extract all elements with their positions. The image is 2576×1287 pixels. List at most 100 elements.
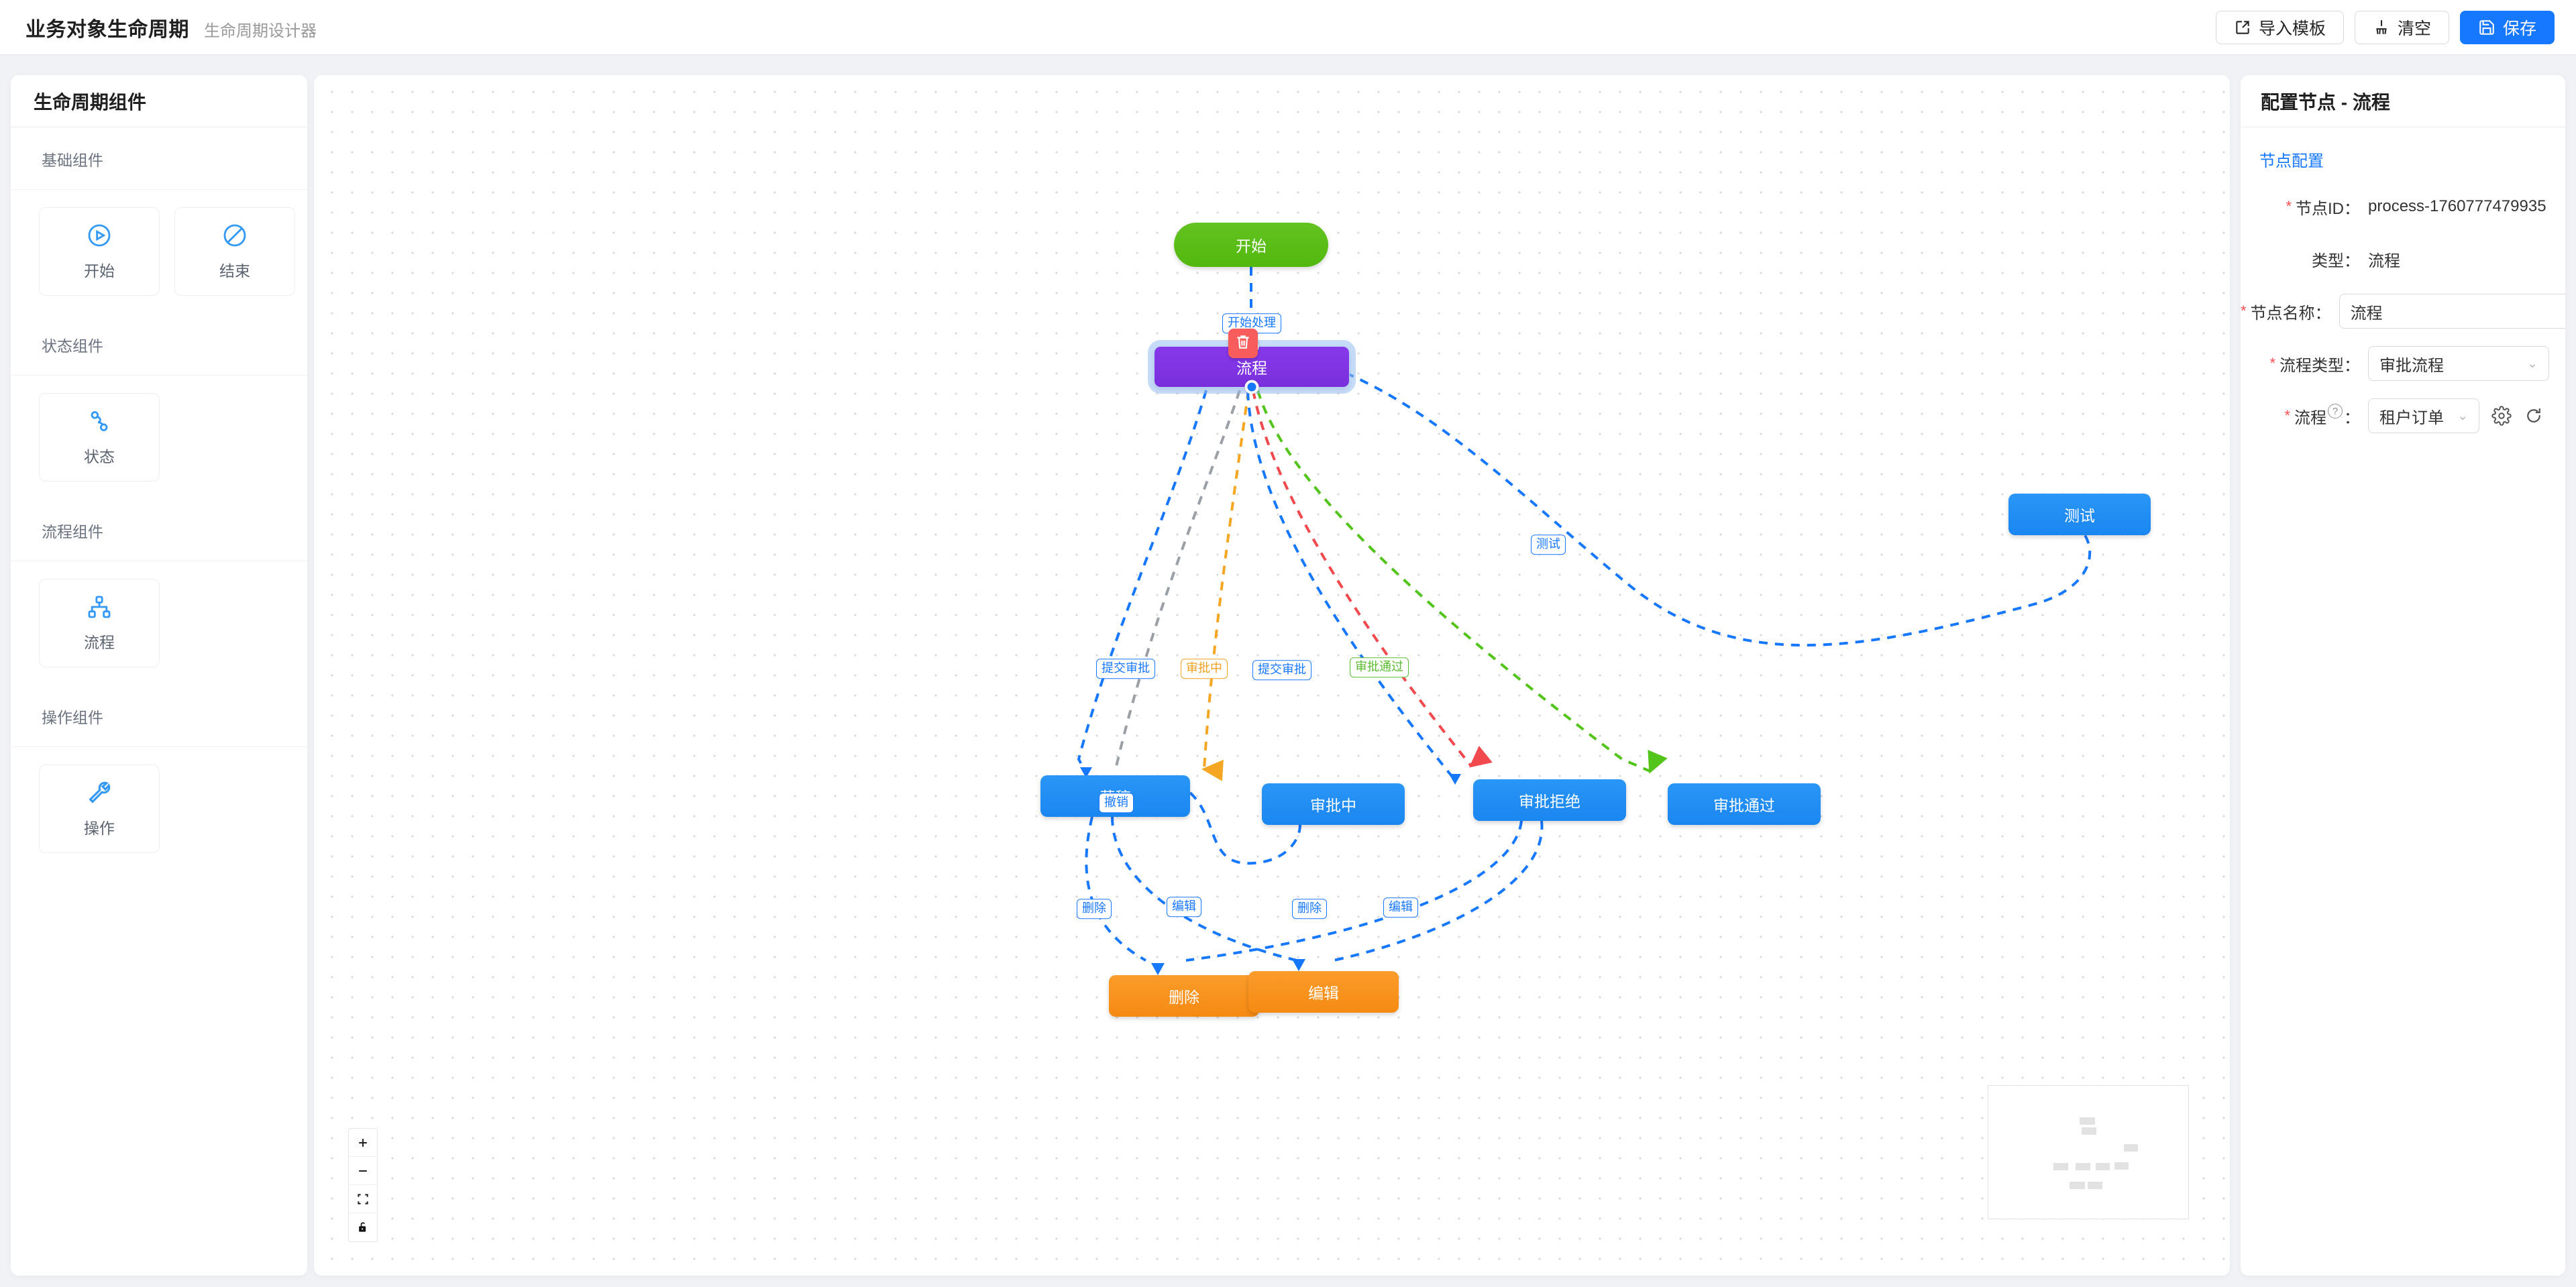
minimap-node bbox=[2124, 1144, 2138, 1152]
palette-row-process: 流程 bbox=[11, 561, 307, 685]
minimap-node bbox=[2076, 1163, 2090, 1170]
group-label-action: 操作组件 bbox=[11, 685, 307, 747]
zoom-out-button[interactable] bbox=[349, 1157, 377, 1185]
form-row-node-name: * 节点名称： bbox=[2241, 293, 2565, 329]
node-start[interactable]: 开始 bbox=[1174, 223, 1328, 267]
canvas-minimap[interactable] bbox=[1988, 1085, 2189, 1219]
edge-label-revoke[interactable]: 撤销 bbox=[1099, 793, 1134, 813]
gear-icon[interactable] bbox=[2491, 406, 2512, 426]
form-label-text: 流程 bbox=[2294, 408, 2326, 427]
node-pending-label: 审批中 bbox=[1310, 797, 1356, 814]
palette-item-end[interactable]: 结束 bbox=[174, 207, 295, 296]
node-process-label: 流程 bbox=[1236, 359, 1267, 377]
node-delete-label: 删除 bbox=[1169, 989, 1199, 1006]
node-rejected[interactable]: 审批拒绝 bbox=[1473, 779, 1626, 821]
header-actions: 导入模板 清空 保存 bbox=[2215, 10, 2555, 44]
form-row-node-id: * 节点ID： process-1760777479935 bbox=[2241, 188, 2565, 225]
component-sidebar: 生命周期组件 基础组件 开始 结束 状态组件 bbox=[11, 75, 307, 1276]
required-star: * bbox=[2284, 407, 2290, 424]
palette-row-action: 操作 bbox=[11, 747, 307, 871]
required-star: * bbox=[2286, 198, 2292, 215]
flow-canvas[interactable]: 开始 流程 测试 草稿 审批中 审批拒绝 审批通过 删除 编辑 开始处 bbox=[314, 75, 2230, 1276]
config-panel-header: 配置节点 - 流程 bbox=[2241, 75, 2565, 127]
node-name-input[interactable] bbox=[2339, 294, 2565, 329]
edge-label-edit-1[interactable]: 编辑 bbox=[1167, 897, 1201, 917]
node-edit[interactable]: 编辑 bbox=[1248, 971, 1399, 1013]
save-button[interactable]: 保存 bbox=[2459, 10, 2555, 44]
minimap-node bbox=[2082, 1127, 2096, 1135]
edge-label-edit-2[interactable]: 编辑 bbox=[1383, 897, 1418, 917]
palette-item-start[interactable]: 开始 bbox=[39, 207, 160, 296]
edge-label-test[interactable]: 测试 bbox=[1531, 535, 1566, 555]
zoom-toolbar bbox=[348, 1128, 378, 1242]
group-label-state: 状态组件 bbox=[11, 313, 307, 376]
palette-item-process[interactable]: 流程 bbox=[39, 579, 160, 667]
zoom-in-button[interactable] bbox=[349, 1129, 377, 1157]
process-type-select[interactable]: 审批流程 ⌄ bbox=[2368, 346, 2549, 381]
minimap-node bbox=[2088, 1182, 2102, 1189]
import-template-button[interactable]: 导入模板 bbox=[2215, 10, 2344, 44]
form-label-node-id: * 节点ID： bbox=[2241, 195, 2368, 219]
config-panel-title: 配置节点 - 流程 bbox=[2261, 91, 2390, 113]
node-delete[interactable]: 删除 bbox=[1109, 975, 1259, 1017]
palette-item-state-label: 状态 bbox=[84, 448, 115, 465]
palette-item-state[interactable]: 状态 bbox=[39, 393, 160, 482]
form-label-process: * 流程 ?： bbox=[2241, 404, 2368, 428]
node-approved[interactable]: 审批通过 bbox=[1668, 783, 1821, 825]
node-pending[interactable]: 审批中 bbox=[1262, 783, 1405, 825]
trash-icon bbox=[1234, 333, 1252, 354]
app-header: 业务对象生命周期 生命周期设计器 导入模板 清空 bbox=[0, 0, 2576, 55]
minimap-node bbox=[2070, 1182, 2085, 1189]
sitemap-icon bbox=[86, 594, 113, 620]
edge-label-delete-2[interactable]: 删除 bbox=[1292, 899, 1327, 919]
app-title: 业务对象生命周期 bbox=[25, 18, 189, 41]
clear-button[interactable]: 清空 bbox=[2354, 10, 2449, 44]
palette-item-start-label: 开始 bbox=[84, 262, 115, 280]
process-select[interactable]: 租户订单 ⌄ bbox=[2368, 398, 2479, 433]
edge-label-submit-1[interactable]: 提交审批 bbox=[1096, 659, 1155, 679]
edge-label-delete-1[interactable]: 删除 bbox=[1077, 899, 1112, 919]
save-icon bbox=[2478, 19, 2496, 36]
import-icon bbox=[2234, 19, 2251, 36]
header-titles: 业务对象生命周期 生命周期设计器 bbox=[25, 13, 317, 42]
form-label-text: 流程类型 bbox=[2279, 356, 2344, 375]
palette-item-action[interactable]: 操作 bbox=[39, 765, 160, 853]
form-value-type: 流程 bbox=[2368, 251, 2400, 270]
app-subtitle: 生命周期设计器 bbox=[204, 21, 317, 40]
node-approved-label: 审批通过 bbox=[1713, 797, 1775, 814]
save-label: 保存 bbox=[2502, 19, 2536, 38]
required-star: * bbox=[2269, 355, 2275, 372]
group-label-basic: 基础组件 bbox=[11, 127, 307, 190]
required-star: * bbox=[2241, 302, 2247, 319]
edge-layer bbox=[1077, 267, 2092, 975]
refresh-icon[interactable] bbox=[2524, 406, 2544, 426]
form-label-text: 节点名称 bbox=[2250, 304, 2315, 323]
palette-item-end-label: 结束 bbox=[219, 262, 250, 280]
form-row-process: * 流程 ?： 租户订单 ⌄ bbox=[2241, 398, 2565, 434]
minimap-node bbox=[2096, 1163, 2110, 1170]
node-test[interactable]: 测试 bbox=[2008, 494, 2151, 535]
state-node-icon bbox=[86, 408, 113, 435]
palette-row-basic: 开始 结束 bbox=[11, 190, 307, 313]
node-start-label: 开始 bbox=[1236, 237, 1267, 255]
fit-view-button[interactable] bbox=[349, 1185, 377, 1213]
form-label-process-type: * 流程类型： bbox=[2241, 352, 2368, 376]
chevron-down-icon: ⌄ bbox=[2527, 356, 2538, 371]
edge-label-approved[interactable]: 审批通过 bbox=[1350, 657, 1409, 677]
chevron-down-icon: ⌄ bbox=[2457, 408, 2468, 423]
clear-label: 清空 bbox=[2397, 19, 2431, 38]
form-label-type: 类型： bbox=[2241, 247, 2368, 271]
sidebar-title: 生命周期组件 bbox=[34, 91, 147, 113]
lock-toggle-button[interactable] bbox=[349, 1213, 377, 1241]
broom-icon bbox=[2373, 19, 2390, 36]
config-section-link[interactable]: 节点配置 bbox=[2259, 152, 2324, 170]
edge-label-submit-2[interactable]: 提交审批 bbox=[1252, 660, 1311, 680]
edge-label-pending[interactable]: 审批中 bbox=[1181, 659, 1228, 679]
form-label-text: 节点ID bbox=[2296, 199, 2344, 218]
edge-delete-button[interactable] bbox=[1228, 329, 1258, 358]
help-circle-icon[interactable]: ? bbox=[2328, 404, 2343, 418]
minimap-node bbox=[2080, 1117, 2095, 1125]
palette-item-process-label: 流程 bbox=[84, 634, 115, 651]
port-bottom[interactable] bbox=[1244, 380, 1259, 394]
process-type-value: 审批流程 bbox=[2379, 356, 2444, 375]
